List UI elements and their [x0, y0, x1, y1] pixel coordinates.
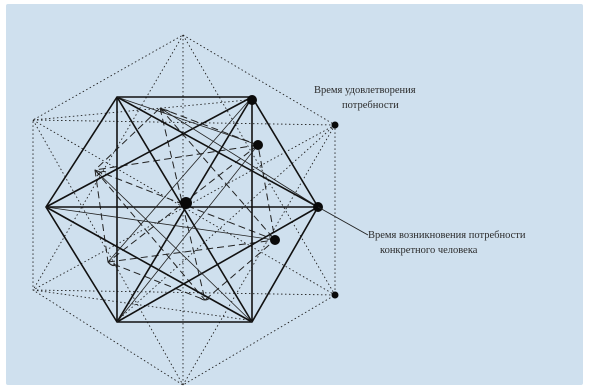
label-leader-line	[317, 206, 369, 236]
inner-point-lower	[270, 235, 280, 245]
label-emergence-line2: конкретного человека	[380, 245, 478, 256]
label-satisfaction-line2: потребности	[342, 100, 399, 111]
label-satisfaction-time: Время удовлетворения потребности	[314, 83, 416, 113]
vertex-point-top-right	[247, 95, 257, 105]
curved-marks	[96, 109, 211, 301]
inner-point-upper	[253, 140, 263, 150]
thin-connectors	[45, 96, 319, 323]
outer-point-right	[331, 121, 339, 129]
main-hexagon	[45, 96, 319, 323]
points	[180, 95, 339, 299]
label-emergence-time: Время возникновения потребности конкретн…	[368, 228, 525, 258]
label-satisfaction-line1: Время удовлетворения	[314, 85, 416, 96]
outer-point-lower-right	[331, 291, 339, 299]
label-emergence-line1: Время возникновения потребности	[368, 230, 526, 241]
center-point	[180, 197, 192, 209]
